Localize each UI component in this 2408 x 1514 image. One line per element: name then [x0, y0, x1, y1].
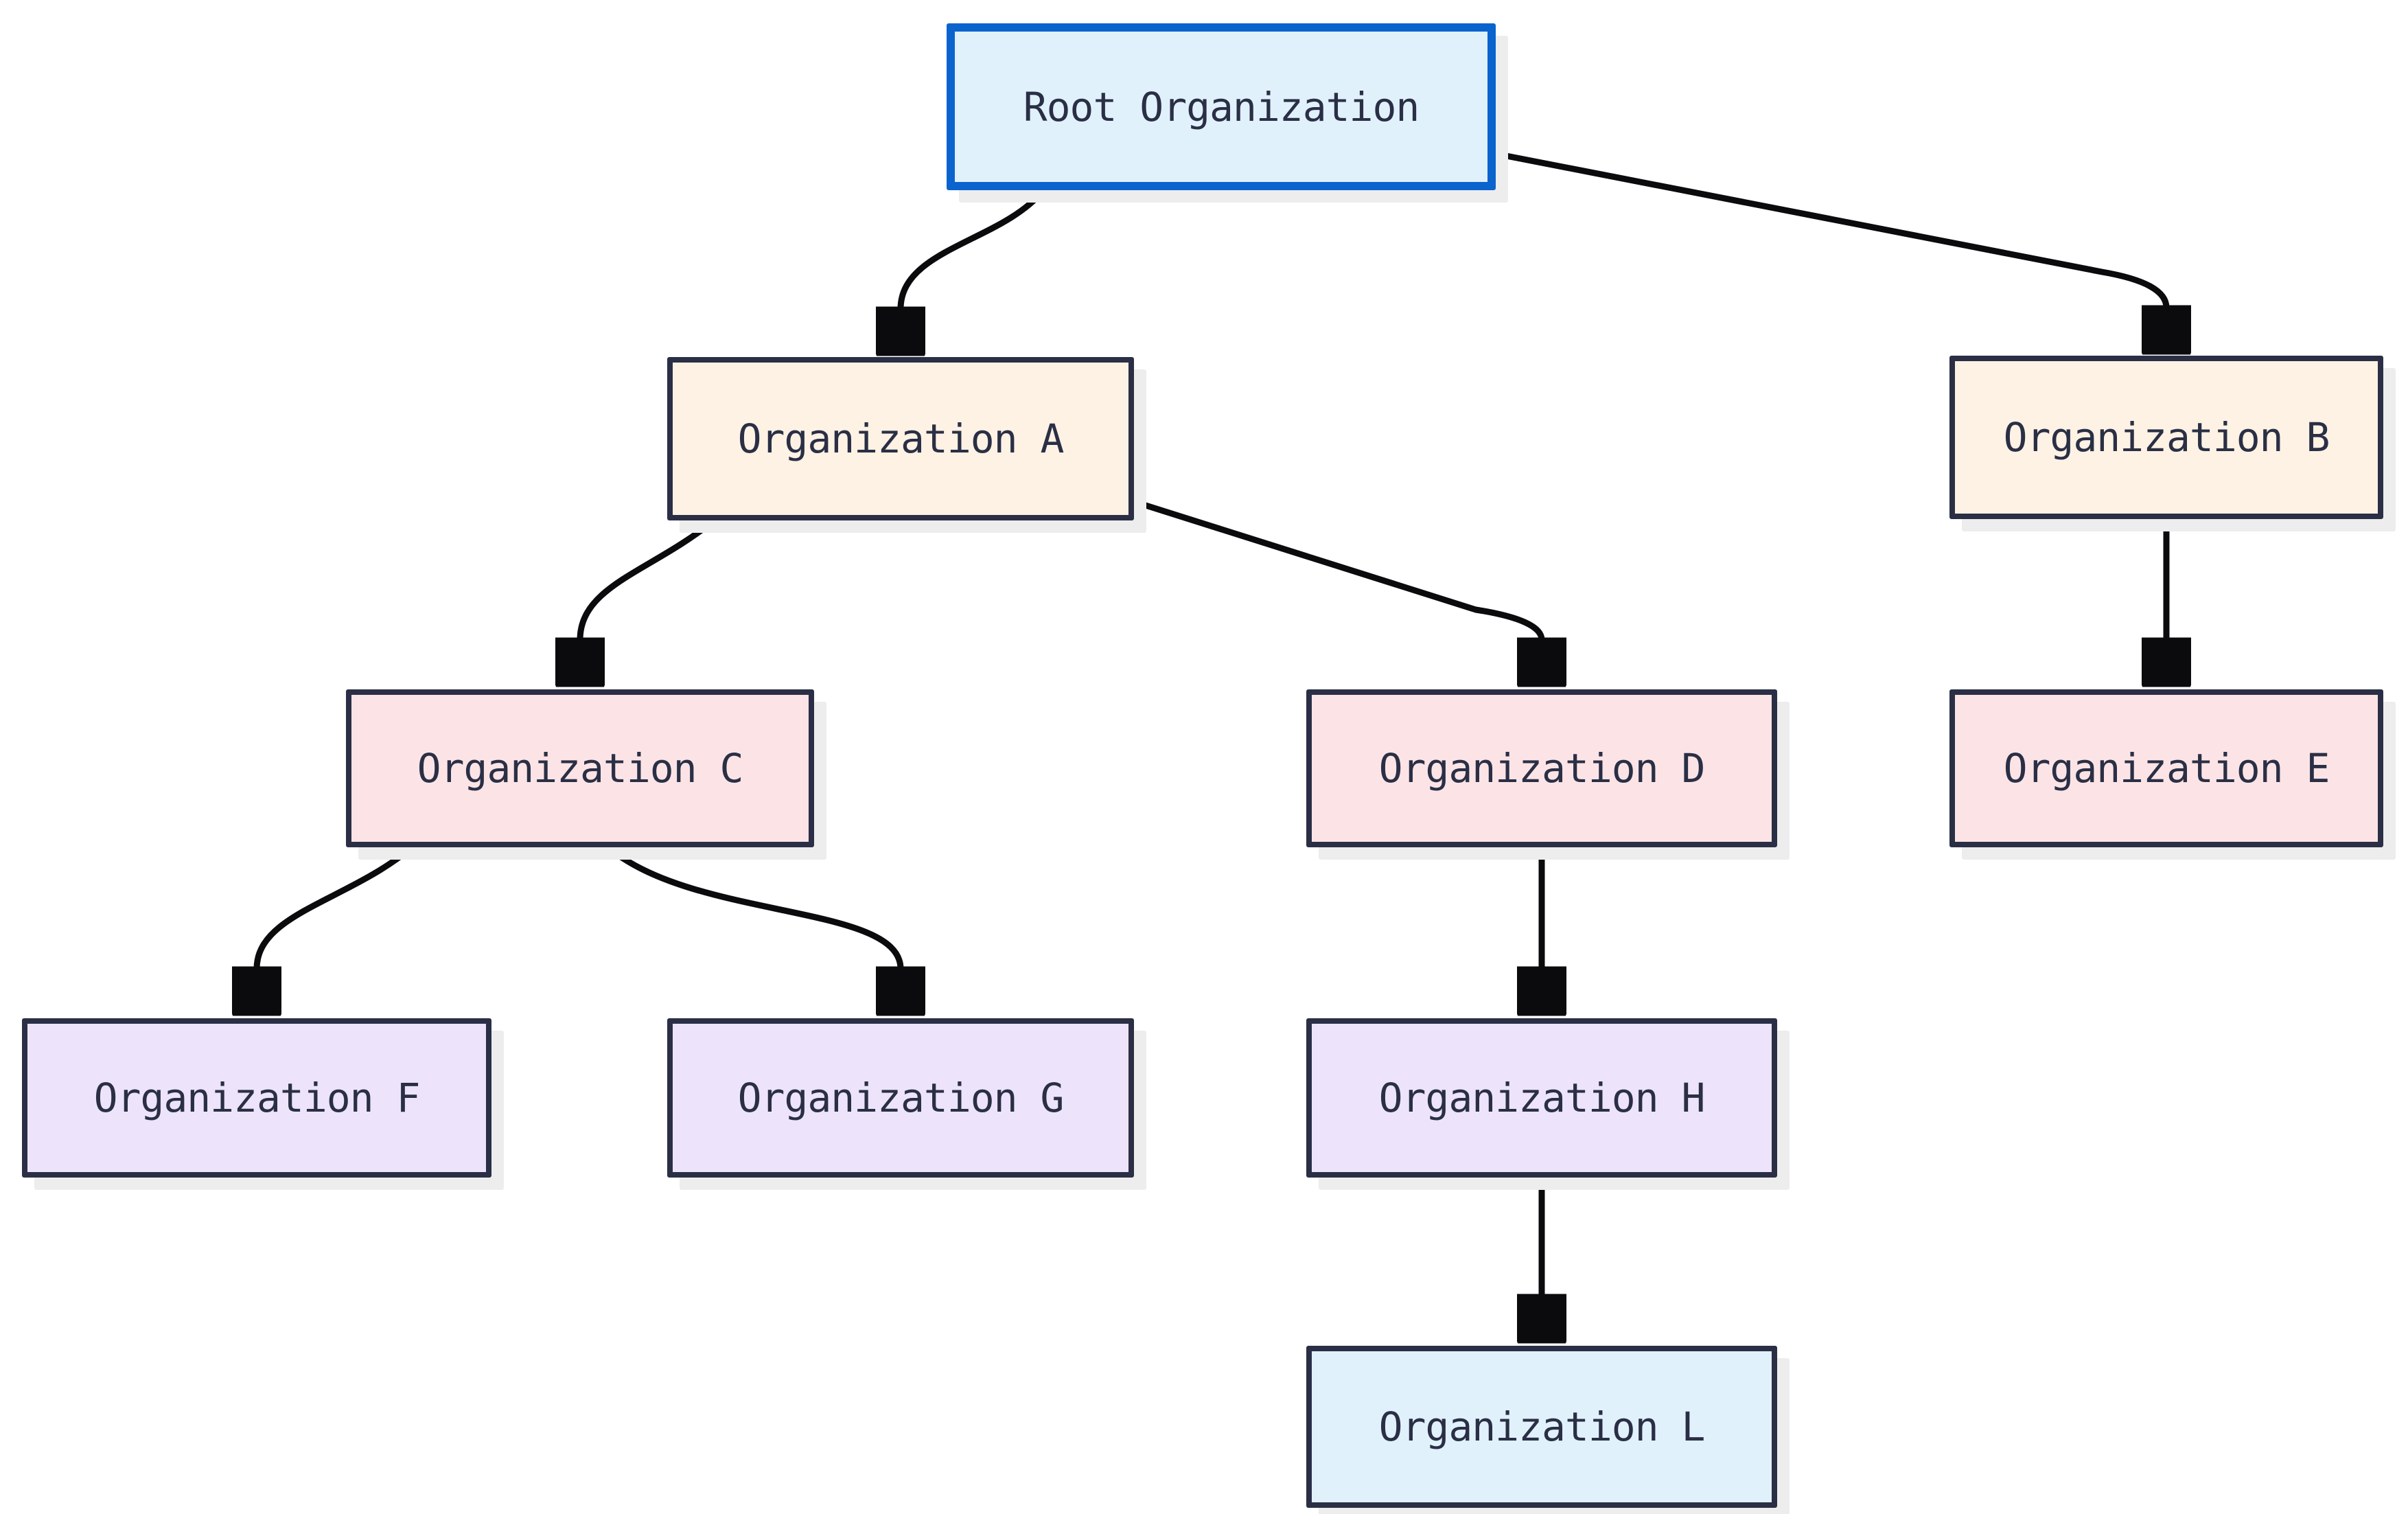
node-root-organization-label: Root Organization	[1023, 83, 1420, 130]
node-organization-c-label: Organization C	[417, 745, 744, 792]
edge-c-to-g	[605, 844, 901, 969]
edge-root-to-a	[901, 187, 1047, 309]
edge-root-to-b	[1492, 150, 2166, 308]
edge-a-to-c	[580, 517, 717, 640]
node-organization-f-label: Organization F	[93, 1075, 421, 1121]
node-organization-h: Organization H	[1306, 1018, 1777, 1178]
node-root-organization: Root Organization	[947, 23, 1496, 190]
node-organization-a: Organization A	[667, 357, 1134, 520]
node-organization-g: Organization G	[667, 1018, 1134, 1178]
node-organization-d-label: Organization D	[1378, 745, 1706, 792]
node-organization-e: Organization E	[1949, 689, 2383, 847]
node-organization-h-label: Organization H	[1378, 1075, 1706, 1121]
edge-c-to-f	[257, 844, 415, 969]
node-organization-b: Organization B	[1949, 356, 2383, 519]
node-organization-g-label: Organization G	[737, 1075, 1065, 1121]
edge-a-to-d	[1129, 498, 1542, 640]
node-organization-d: Organization D	[1306, 689, 1777, 847]
node-organization-b-label: Organization B	[2003, 414, 2330, 461]
node-organization-l: Organization L	[1306, 1346, 1777, 1508]
node-organization-f: Organization F	[22, 1018, 491, 1178]
node-organization-e-label: Organization E	[2003, 745, 2330, 792]
node-organization-c: Organization C	[346, 689, 814, 847]
node-organization-l-label: Organization L	[1378, 1403, 1706, 1450]
node-organization-a-label: Organization A	[737, 415, 1065, 462]
